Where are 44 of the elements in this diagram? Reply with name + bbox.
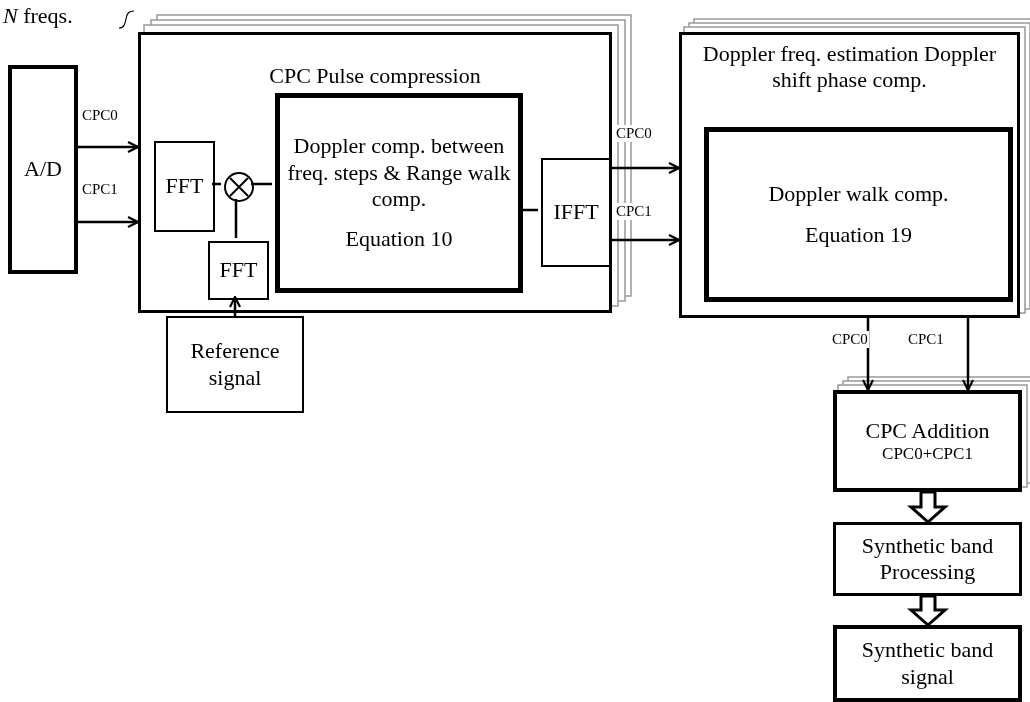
process-box [541,158,611,267]
block-label: Reference signal [189,338,281,391]
process-box [833,390,1022,492]
process-box [8,65,78,274]
connector-line [251,182,272,186]
block-label: A/D [24,156,62,183]
arrow [612,161,681,175]
block-label: CPC Addition [865,417,990,444]
process-box [208,241,269,300]
process-box [833,522,1022,596]
connector-line [212,182,221,186]
process-box [138,32,612,313]
connector-line [520,208,538,212]
block-label: Synthetic band Processing [860,532,995,586]
block-arrow [907,594,949,627]
process-box [154,141,215,232]
block-label: Doppler walk comp. [768,181,949,208]
block-arrow [907,490,949,524]
multiplier-symbol [224,172,254,202]
annotation-label: N freqs. [3,4,73,29]
arrow [78,215,140,229]
block-note: CPC0+CPC1 [882,444,973,465]
arrow [228,295,242,316]
block-label: Doppler comp. between freq. steps & Range walk comp. [286,133,512,213]
arrow [961,318,975,392]
block-label: Synthetic band signal [860,637,995,690]
block-label: Doppler freq. estimation Doppler shift phase comp. [701,41,998,94]
edge-label: CPC1 [615,203,653,220]
arrow [612,233,681,247]
block-note: Equation 10 [345,226,453,253]
edge-label: CPC0 [831,331,869,348]
block-label: FFT [219,257,258,284]
block-label: IFFT [553,199,599,226]
block-label: FFT [165,173,204,200]
process-box [275,93,523,293]
block-label: CPC Pulse compression [269,63,481,90]
process-box [679,32,1020,318]
block-note: Equation 19 [805,221,912,248]
arrow [78,140,140,154]
edge-label: CPC0 [615,125,653,142]
process-box [833,625,1022,702]
process-box [166,316,304,413]
connector-line [234,199,238,238]
process-box [704,127,1013,302]
